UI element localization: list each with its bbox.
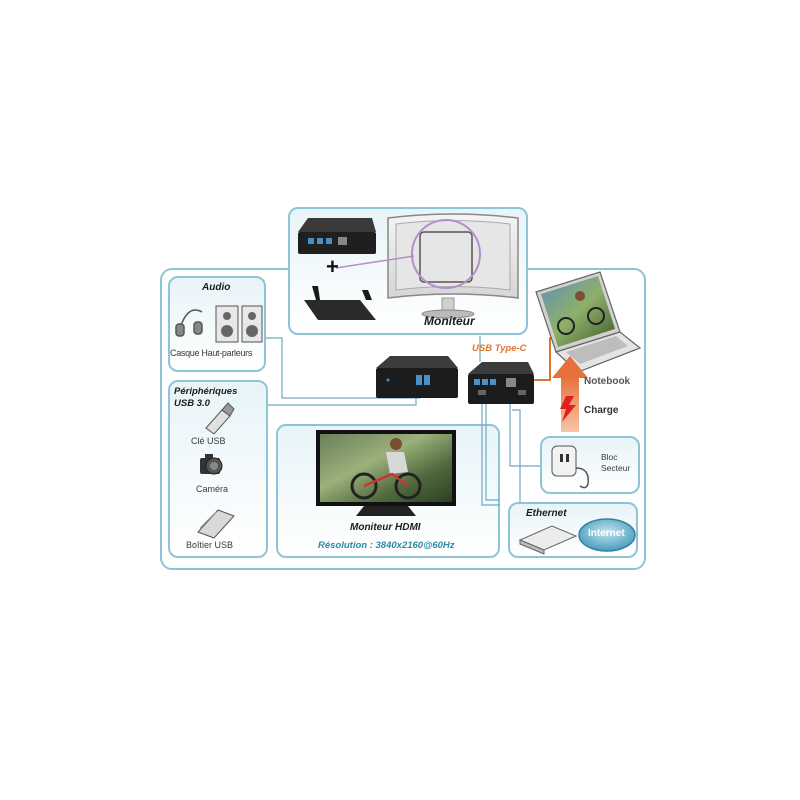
power-label-line1: Bloc [601, 452, 618, 462]
power-label-line2: Secteur [601, 463, 631, 473]
vesa-bracket [304, 286, 376, 320]
usb-type-c-label: USB Type-C [472, 343, 527, 354]
monitor-label: Moniteur [424, 314, 475, 328]
audio-title: Audio [202, 282, 231, 293]
hdmi-monitor [316, 430, 456, 516]
dock-small-top [298, 218, 376, 254]
ethernet-switch-icon [518, 525, 578, 555]
curved-monitor [335, 213, 519, 319]
hdmi-monitor-label: Moniteur HDMI [350, 522, 421, 533]
speakers-icon [215, 305, 263, 343]
usb-enclosure-icon [197, 509, 235, 539]
power-adapter-icon [551, 445, 589, 489]
headset-icon [175, 309, 203, 337]
plus-sign: + [326, 254, 339, 279]
ethernet-label: Ethernet [526, 508, 567, 519]
dock-back [468, 362, 534, 404]
internet-label: Internet [588, 528, 625, 539]
usb-stick-label: Clé USB [191, 436, 226, 446]
resolution-label: Résolution : 3840x2160@60Hz [318, 540, 455, 551]
lightning-bolt-icon [560, 396, 576, 422]
usb-stick-icon [205, 402, 235, 435]
usb-title-line1: Périphériques [174, 386, 238, 397]
usb-title-line2: USB 3.0 [174, 398, 210, 409]
internet-globe-icon [578, 518, 636, 552]
usb-enclosure-label: Boîtier USB [186, 540, 234, 550]
notebook-icon [535, 271, 642, 373]
dock-front [376, 356, 458, 398]
camera-icon [200, 454, 223, 475]
notebook-label: Notebook [584, 376, 631, 387]
audio-devices-label: Casque Haut-parleurs [170, 348, 253, 358]
charge-arrow [552, 356, 588, 432]
camera-label: Caméra [196, 484, 229, 494]
charge-label: Charge [584, 405, 619, 416]
